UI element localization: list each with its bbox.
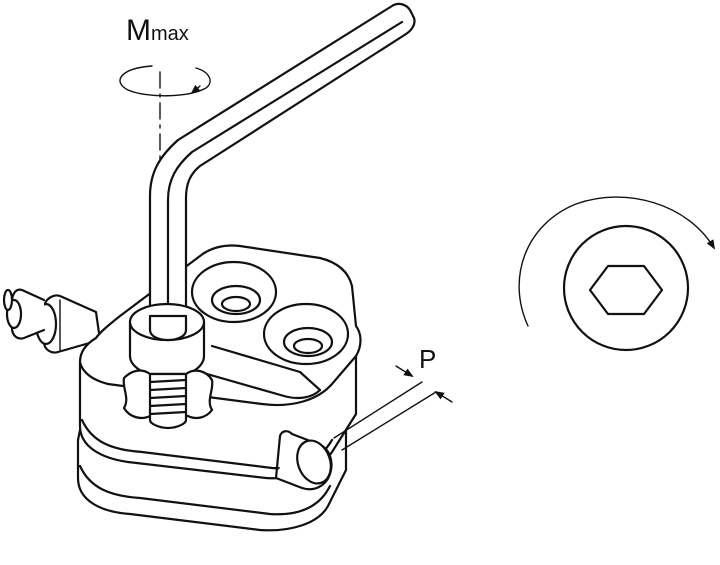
torque-symbol: M xyxy=(126,14,151,47)
hose-fitting xyxy=(2,288,102,354)
threaded-screw xyxy=(122,369,214,430)
counterbore-hole-rear xyxy=(190,260,278,324)
max-torque-label: Mmax xyxy=(126,16,189,46)
hex-socket-icon xyxy=(562,224,690,352)
rotation-direction-arrow-icon xyxy=(518,196,715,327)
pitch-label: P xyxy=(419,344,437,374)
hex-key-wrench xyxy=(148,2,416,334)
screw-collar xyxy=(128,302,206,380)
counterbore-hole-front xyxy=(262,302,350,366)
torque-subscript: max xyxy=(151,23,189,45)
side-pin xyxy=(274,430,333,491)
pitch-dimension xyxy=(333,365,453,451)
torque-rotation-arrow-icon xyxy=(119,65,211,97)
